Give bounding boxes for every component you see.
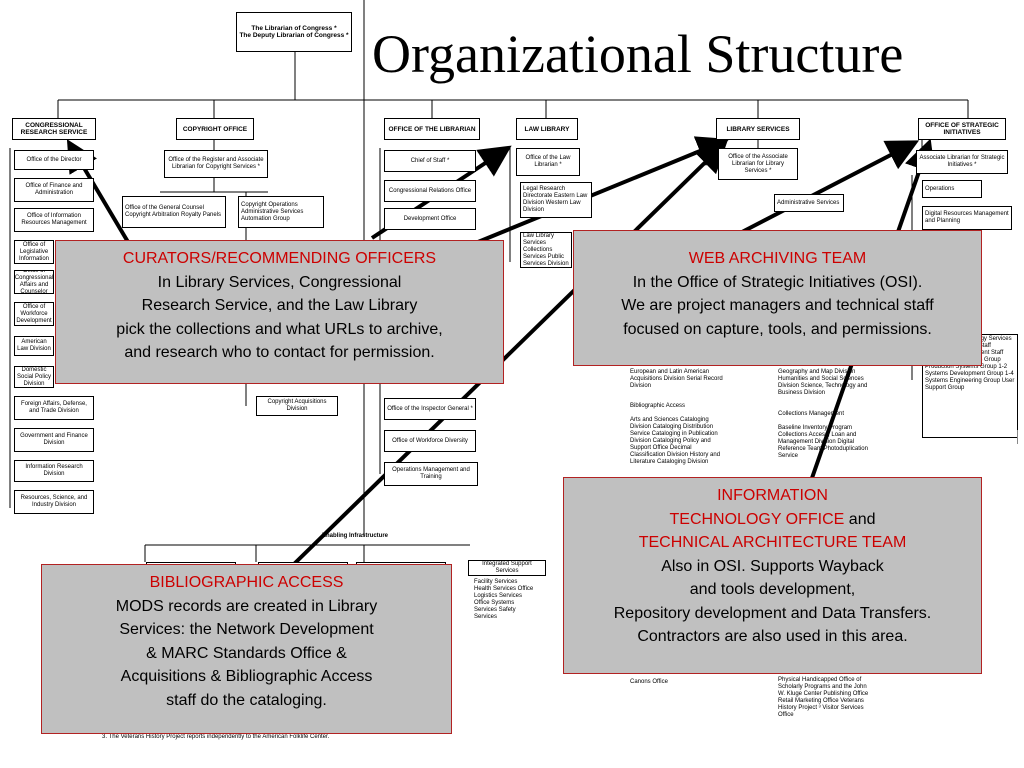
enabling-label: Enabling Infrastructure xyxy=(322,533,389,539)
librarian-item: Office of Workforce Diversity xyxy=(384,430,476,452)
crs-item: Domestic Social Policy Division xyxy=(14,366,54,388)
copyright-counsel: Office of the General Counsel Copyright … xyxy=(122,196,226,228)
copyright-acquisitions: Copyright Acquisitions Division xyxy=(256,396,338,416)
callout-it-line: Also in OSI. Supports Wayback xyxy=(661,557,884,575)
crs-item: Information Research Division xyxy=(14,460,94,482)
librarian-item: Chief of Staff * xyxy=(384,150,476,172)
crs-item: American Law Division xyxy=(14,336,54,356)
strategic-digital: Digital Resources Management and Plannin… xyxy=(922,206,1012,230)
services-publishing: Physical Handicapped Office of Scholarly… xyxy=(778,677,869,718)
callout-it-line: Contractors are also used in this area. xyxy=(637,628,908,645)
law-services: Law Library Services Collections Service… xyxy=(520,232,572,268)
callout-it-heading: INFORMATION xyxy=(717,487,828,504)
division-law: LAW LIBRARY xyxy=(516,118,578,140)
crs-item: Office of Information Resources Manageme… xyxy=(14,208,94,232)
librarian-item: Congressional Relations Office xyxy=(384,180,476,202)
librarian-item: Office of the Inspector General * xyxy=(384,398,476,420)
callout-it-office: INFORMATION TECHNOLOGY OFFICE and TECHNI… xyxy=(563,477,982,674)
crs-item: Office of Congressional Affairs and Coun… xyxy=(14,270,54,294)
footnote: 3. The Veterans History Project reports … xyxy=(102,734,330,740)
strategic-operations: Operations xyxy=(922,180,982,198)
integrated-support: Integrated Support Services xyxy=(468,560,546,576)
callout-bib-line: staff do the cataloging. xyxy=(166,691,327,709)
services-office: Office of the Associate Librarian for Li… xyxy=(718,148,798,180)
copyright-register: Office of the Register and Associate Lib… xyxy=(164,150,268,178)
deputy-librarian-line: The Deputy Librarian of Congress * xyxy=(239,32,349,39)
law-office: Office of the Law Librarian * xyxy=(516,148,580,176)
arrow-to-services-from-curators xyxy=(477,136,730,244)
callout-it-line: and tools development, xyxy=(689,581,856,598)
librarian-item: Development Office xyxy=(384,208,476,230)
callout-web-line: In the Office of Strategic Initiatives (… xyxy=(632,273,923,291)
services-collections-header: Collections Management xyxy=(778,411,845,417)
callout-bib-line: & MARC Standards Office & xyxy=(146,644,347,662)
callout-web-archiving: WEB ARCHIVING TEAM In the Office of Stra… xyxy=(573,230,982,366)
callout-web-heading: WEB ARCHIVING TEAM xyxy=(688,250,867,267)
callout-curators-line: Research Service, and the Law Library xyxy=(141,297,418,314)
callout-curators-heading: CURATORS/RECOMMENDING OFFICERS xyxy=(122,250,437,267)
callout-bibliographic: BIBLIOGRAPHIC ACCESS MODS records are cr… xyxy=(41,564,452,734)
crs-item: Office of the Director xyxy=(14,150,94,170)
law-research: Legal Research Directorate Eastern Law D… xyxy=(520,182,592,218)
librarian-line: The Librarian of Congress * xyxy=(251,25,337,32)
services-admin: Administrative Services xyxy=(774,194,844,212)
division-crs: CONGRESSIONAL RESEARCH SERVICE xyxy=(12,118,96,140)
arrow-to-strategic-from-web xyxy=(741,140,920,234)
librarian-item: Operations Management and Training xyxy=(384,462,478,486)
integrated-support-list: Facility Services Health Services Office… xyxy=(474,579,534,620)
callout-curators-line: In Library Services, Congressional xyxy=(157,273,402,291)
edge-mark xyxy=(1017,430,1023,444)
crs-item: Government and Finance Division xyxy=(14,428,94,452)
callout-bib-heading: BIBLIOGRAPHIC ACCESS xyxy=(149,574,344,591)
services-bib-header: Bibliographic Access xyxy=(630,403,686,409)
page-title: Organizational Structure xyxy=(372,24,904,84)
division-services: LIBRARY SERVICES xyxy=(716,118,800,140)
callout-web-line: focused on capture, tools, and permissio… xyxy=(623,320,932,338)
callout-curators-line: pick the collections and what URLs to ar… xyxy=(116,320,443,338)
callout-it-heading-line: TECHNOLOGY OFFICE and xyxy=(568,508,977,532)
callout-it-heading-part: TECHNOLOGY OFFICE xyxy=(669,510,845,528)
crs-item: Office of Finance and Administration xyxy=(14,178,94,202)
services-collections: Baseline Inventory Program Collections A… xyxy=(778,425,868,459)
crs-item: Resources, Science, and Industry Divisio… xyxy=(14,490,94,514)
callout-it-heading-suffix: and xyxy=(844,510,876,528)
librarian-of-congress-box: The Librarian of Congress * The Deputy L… xyxy=(236,12,352,52)
services-divisions: Geography and Map Division Humanities an… xyxy=(778,369,868,396)
strategic-office: Associate Librarian for Strategic Initia… xyxy=(916,150,1008,174)
services-canons: Canons Office xyxy=(630,679,668,685)
callout-it-line: Repository development and Data Transfer… xyxy=(613,604,932,622)
division-copyright: COPYRIGHT OFFICE xyxy=(176,118,254,140)
callout-web-line: We are project managers and technical st… xyxy=(621,297,934,314)
callout-it-heading-last: TECHNICAL ARCHITECTURE TEAM xyxy=(638,534,907,551)
callout-curators: CURATORS/RECOMMENDING OFFICERS In Librar… xyxy=(55,240,504,384)
copyright-operations: Copyright Operations Administrative Serv… xyxy=(238,196,324,228)
callout-bib-line: MODS records are created in Library xyxy=(115,597,378,615)
callout-curators-line: and research who to contact for permissi… xyxy=(124,344,435,361)
division-strategic: OFFICE OF STRATEGIC INITIATIVES xyxy=(918,118,1006,140)
services-acquisitions: European and Latin American Acquisitions… xyxy=(630,369,723,389)
services-bib-list: Arts and Sciences Cataloging Division Ca… xyxy=(630,417,721,465)
arrow-to-services-from-bib xyxy=(291,140,728,567)
crs-item: Office of Workforce Development xyxy=(14,302,54,326)
callout-bib-line: Acquisitions & Bibliographic Access xyxy=(120,668,373,685)
crs-item: Office of Legislative Information xyxy=(14,240,54,264)
division-librarian: OFFICE OF THE LIBRARIAN xyxy=(384,118,480,140)
crs-item: Foreign Affairs, Defense, and Trade Divi… xyxy=(14,396,94,420)
callout-bib-line: Services: the Network Development xyxy=(119,621,374,638)
